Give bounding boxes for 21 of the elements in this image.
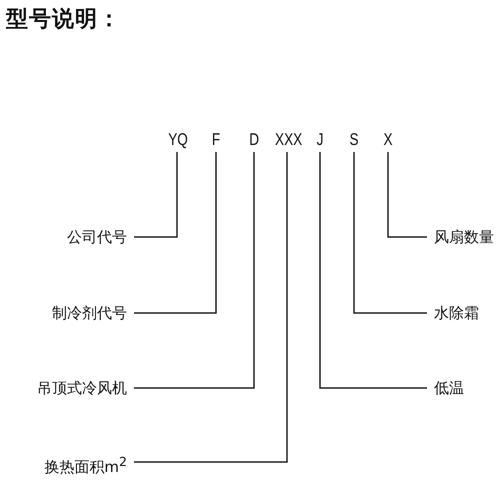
model-code: X <box>383 128 393 152</box>
leader-line <box>134 152 255 389</box>
code-description: 公司代号 <box>0 225 127 249</box>
title: 型号说明： <box>6 6 121 34</box>
code-description: 换热面积m$^{2}$ <box>0 450 127 474</box>
leader-line <box>134 152 178 238</box>
leader-line <box>134 152 217 314</box>
model-code: YQ <box>168 128 186 152</box>
leader-line <box>319 152 427 389</box>
code-description: 风扇数量 <box>434 225 498 249</box>
code-description: 低温 <box>434 376 498 400</box>
model-code: D <box>249 128 259 152</box>
leader-line <box>134 152 288 463</box>
leader-line <box>353 152 427 314</box>
code-description: 吊顶式冷风机 <box>0 376 127 400</box>
model-code: J <box>316 128 324 152</box>
model-code: S <box>349 128 359 152</box>
model-code: F <box>211 128 221 152</box>
leader-line <box>387 152 427 238</box>
code-description: 制冷剂代号 <box>0 301 127 325</box>
code-description: 水除霜 <box>434 301 498 325</box>
